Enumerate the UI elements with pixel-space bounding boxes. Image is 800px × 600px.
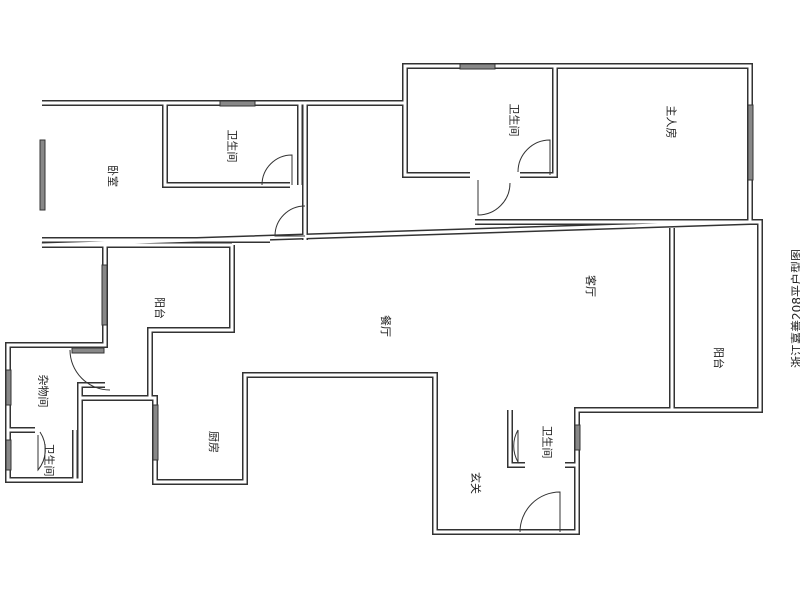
doors: [37, 139, 561, 533]
room-label-bath-bottom-left: 卫生间: [42, 443, 56, 477]
room-label-master-bedroom: 主人房: [664, 105, 678, 139]
room-label-dining: 餐厅: [379, 315, 392, 337]
room-label-bath-top-right: 卫生间: [507, 103, 521, 137]
room-label-storage: 杂物间: [36, 374, 50, 408]
room-label-bedroom: 卧室: [106, 165, 119, 187]
room-label-balcony-left: 阳台: [153, 297, 166, 319]
room-label-balcony-right: 阳台: [712, 347, 725, 369]
windows: [5, 63, 759, 471]
room-label-bath-entry: 卫生间: [540, 425, 554, 459]
room-label-bath-top-left: 卫生间: [225, 129, 239, 163]
walls: [5, 63, 763, 535]
room-label-foyer: 玄关: [469, 472, 482, 494]
room-label-kitchen: 厨房: [207, 431, 220, 453]
room-label-living: 客厅: [584, 275, 597, 297]
plan-title: 浙江嘉善208平户型图: [789, 249, 800, 368]
